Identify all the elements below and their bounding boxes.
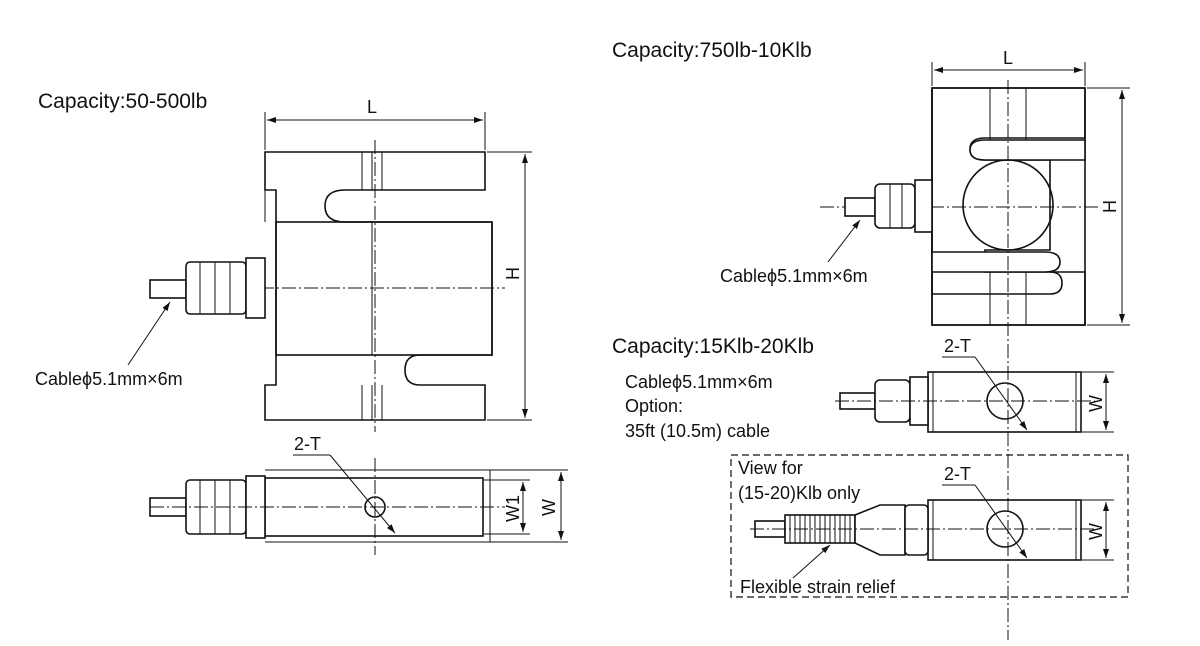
view-capacity-label: (15-20)Klb only bbox=[738, 483, 860, 503]
dim-height-left: H bbox=[503, 267, 523, 280]
hole-label-strain-relief: 2-T bbox=[944, 464, 971, 484]
dim-w-right-middle: W bbox=[1086, 395, 1106, 412]
side-body-15k bbox=[927, 371, 1082, 433]
hole-label-right-middle: 2-T bbox=[944, 336, 971, 356]
dim-length-right: L bbox=[1003, 48, 1013, 68]
dim-w-left: W bbox=[539, 499, 559, 516]
mounting-hole bbox=[986, 382, 1024, 420]
strain-relief-view: View for (15-20)Klb only 2-T W Flexible … bbox=[730, 454, 1129, 598]
right-middle-view: Capacity:15Klb-20Klb Cableϕ5.1mm×6m Opti… bbox=[612, 335, 1114, 441]
dim-w1-left: W1 bbox=[503, 495, 523, 522]
cable-label-right-top: Cableϕ5.1mm×6m bbox=[720, 266, 868, 286]
mounting-hole bbox=[364, 496, 386, 518]
dim-height-right: H bbox=[1100, 200, 1120, 213]
strain-relief-label: Flexible strain relief bbox=[740, 577, 896, 597]
option-cable-label: 35ft (10.5m) cable bbox=[625, 421, 770, 441]
cable-label-right-middle: Cableϕ5.1mm×6m bbox=[625, 372, 773, 392]
capacity-label-right-middle: Capacity:15Klb-20Klb bbox=[612, 335, 814, 358]
dim-length-left: L bbox=[367, 97, 377, 117]
capacity-label-right-top: Capacity:750lb-10Klb bbox=[612, 39, 812, 62]
capacity-label-left: Capacity:50-500lb bbox=[38, 90, 207, 113]
cable bbox=[149, 279, 187, 299]
option-label: Option: bbox=[625, 396, 683, 416]
cable-label-left: Cableϕ5.1mm×6m bbox=[35, 369, 183, 389]
hole-label-left: 2-T bbox=[294, 434, 321, 454]
connector-nut bbox=[245, 257, 266, 319]
left-side-view: 2-T W1 W bbox=[149, 434, 568, 555]
dim-w-strain-relief: W bbox=[1086, 523, 1106, 540]
dashed-frame bbox=[730, 454, 1129, 598]
cable-connector bbox=[185, 261, 247, 315]
left-front-view: Capacity:50-500lb L H Cableϕ5.1mm×6m bbox=[35, 90, 532, 432]
view-for-label: View for bbox=[738, 458, 803, 478]
s-beam-body bbox=[264, 151, 493, 421]
